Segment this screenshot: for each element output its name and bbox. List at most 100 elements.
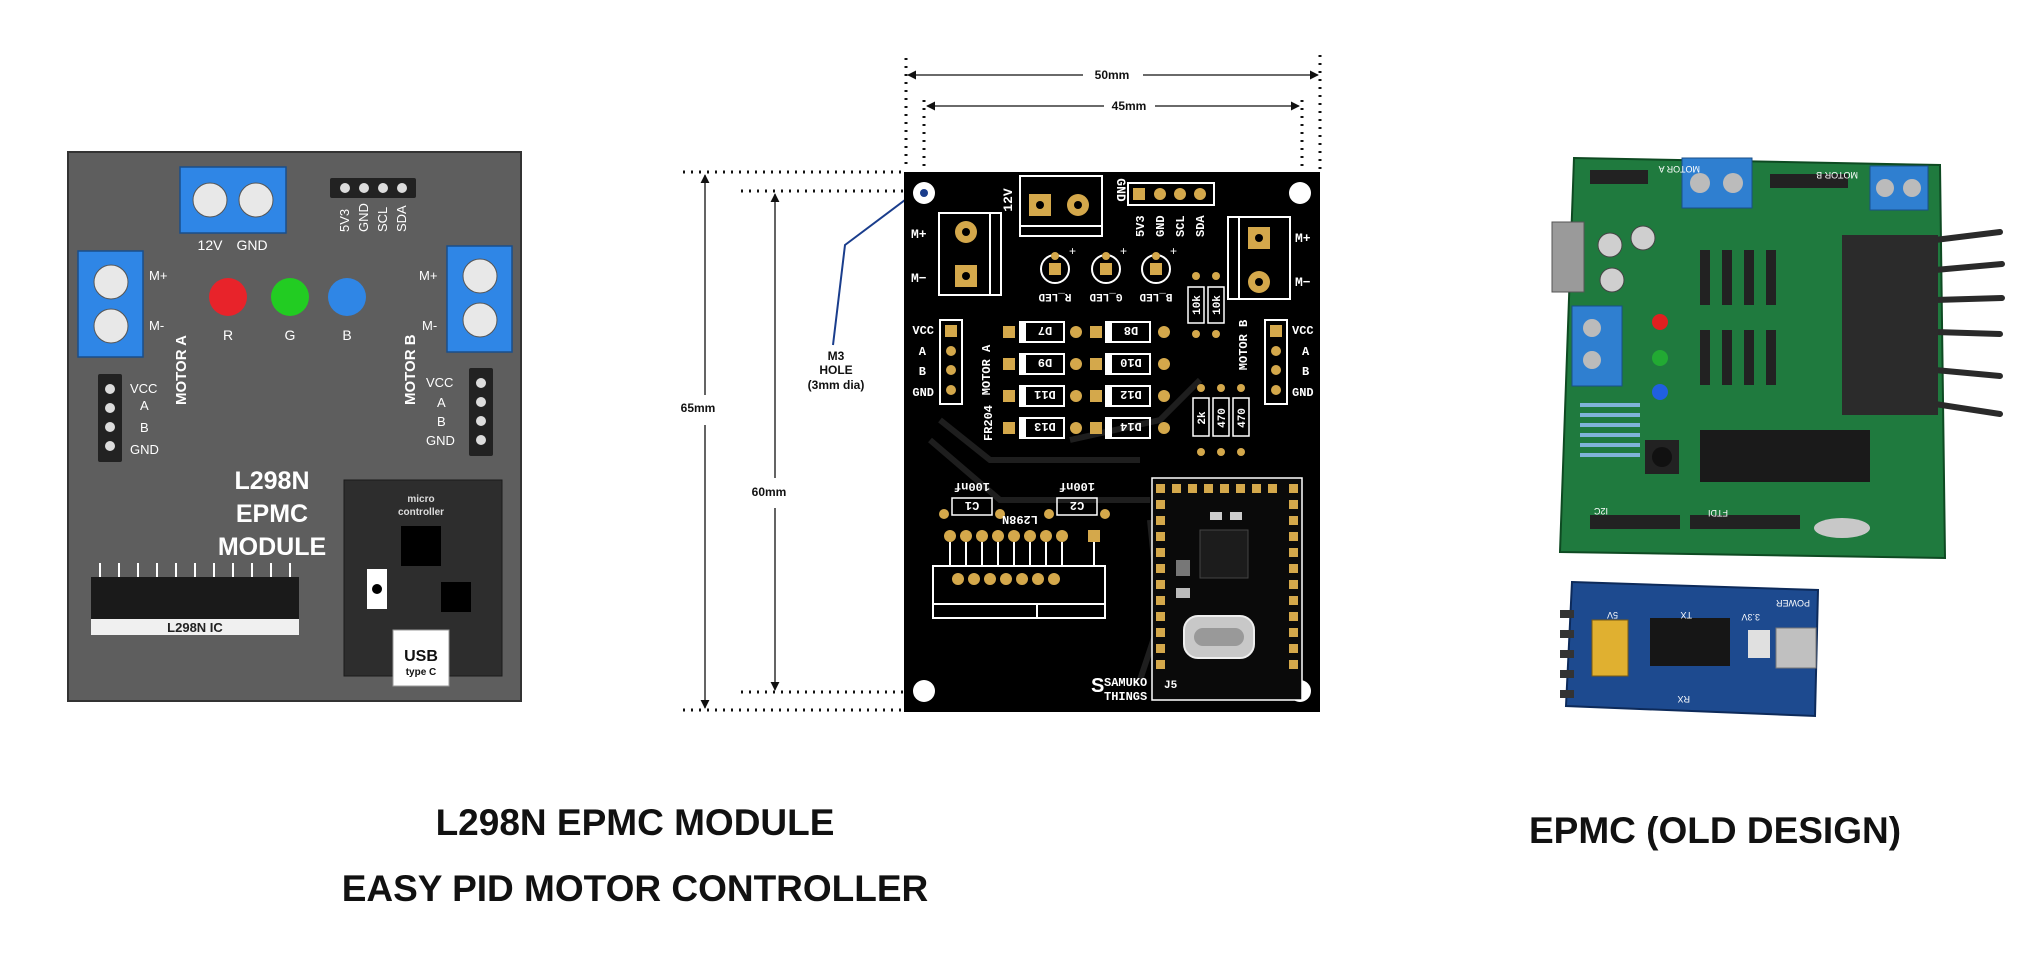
old-board-label-motor-b: MOTOR B xyxy=(1816,170,1858,180)
dim-height-outer: 65mm xyxy=(681,401,716,415)
power-terminal-label-gnd: GND xyxy=(236,237,267,253)
encoder-a-label-a: A xyxy=(140,398,149,413)
led-green xyxy=(271,278,309,316)
ftdi-label-rx: RX xyxy=(1677,694,1690,704)
pcb-d7: D7 xyxy=(1038,323,1052,337)
led-red-label: R xyxy=(223,327,233,343)
pcb-enc-a-gnd: GND xyxy=(912,386,934,400)
pcb-enc-b-a: A xyxy=(1302,345,1310,359)
pcb-enc-a-a: A xyxy=(919,345,927,359)
caption-old-design: EPMC (OLD DESIGN) xyxy=(1528,810,1902,851)
mcu-label-line1: micro xyxy=(407,494,434,505)
i2c-label-5v3: 5V3 xyxy=(337,209,352,232)
pcb-ic-label: L298N xyxy=(1002,512,1038,526)
encoder-a-label-b: B xyxy=(140,420,149,435)
caption-main-line1: L298N EPMC MODULE xyxy=(435,802,835,843)
pcb-d11: D11 xyxy=(1034,387,1056,401)
pcb-i2c-sda: SDA xyxy=(1194,215,1208,237)
pcb-res-2k: 2k xyxy=(1197,411,1209,425)
led-blue xyxy=(328,278,366,316)
pcb-drawing: 50mm 45mm 65mm 60mm M3 HOLE (3mm dia) xyxy=(681,55,1322,712)
pcb-motor-b-mplus: M+ xyxy=(1295,231,1311,246)
pcb-cap-c2-value: 100nf xyxy=(1059,479,1095,493)
encoder-b-label-a: A xyxy=(437,395,446,410)
old-board-mcu xyxy=(1700,430,1870,482)
svg-text:+: + xyxy=(1170,244,1177,258)
pcb-motor-b-mminus: M− xyxy=(1295,275,1311,290)
i2c-label-sda: SDA xyxy=(394,205,409,232)
pcb-d9: D9 xyxy=(1038,355,1052,369)
old-design-photo: MOTOR A MOTOR B I2C FTDI POWER 5V 3.3V T… xyxy=(1551,156,2005,718)
old-board-l298n xyxy=(1842,235,1938,415)
svg-text:+: + xyxy=(1120,244,1127,258)
dim-width-inner: 45mm xyxy=(1112,99,1147,113)
usb-label: USB xyxy=(404,648,438,665)
mcu-label-line2: controller xyxy=(398,507,444,518)
pcb-led-b-label: B_LED xyxy=(1139,290,1172,302)
pcb-motor-a-label: MOTOR A xyxy=(980,344,994,395)
old-board-label-i2c: I2C xyxy=(1593,506,1608,516)
l298n-ic-label: L298N IC xyxy=(167,620,223,635)
dim-height-inner: 60mm xyxy=(752,485,787,499)
pcb-capacitors: C1 C2 100nf 100nf xyxy=(939,479,1110,519)
pcb-cap-c2: C2 xyxy=(1070,498,1084,512)
pcb-d8: D8 xyxy=(1124,323,1138,337)
hole-note-line3: (3mm dia) xyxy=(808,378,865,392)
pcb-enc-b-gnd: GND xyxy=(1292,386,1314,400)
pcb-i2c-scl: SCL xyxy=(1174,215,1188,237)
pcb-brand-line1: SAMUKO xyxy=(1104,676,1147,690)
pcb-led-g-label: G_LED xyxy=(1089,290,1122,302)
pcb-led-r-label: R_LED xyxy=(1038,290,1071,302)
pcb-power-gnd-label: GND xyxy=(1113,178,1128,202)
l298n-ic: L298N IC xyxy=(91,563,299,635)
pcb-brand-logo: S SAMUKO THINGS xyxy=(1091,675,1147,704)
pcb-enc-a-b: B xyxy=(919,365,926,379)
motor-b-label-mminus: M- xyxy=(422,318,437,333)
pcb-d12: D12 xyxy=(1120,387,1142,401)
encoder-b-header xyxy=(469,368,493,456)
pcb-resistors-bottom: 2k 470 470 xyxy=(1192,384,1250,456)
pcb-cap-c1: C1 xyxy=(965,498,979,512)
led-red xyxy=(209,278,247,316)
led-blue-label: B xyxy=(342,327,351,343)
i2c-label-gnd: GND xyxy=(356,203,371,232)
pcb-res-470-2: 470 xyxy=(1237,408,1249,428)
pcb-leds: + + + xyxy=(1040,244,1177,284)
dim-width-outer: 50mm xyxy=(1095,68,1130,82)
pcb-power-label: 12V xyxy=(1001,188,1016,212)
pcb-res-10k-2: 10k xyxy=(1212,295,1224,315)
pcb-mcu-module: J5 xyxy=(1151,477,1303,701)
microcontroller-board: micro controller USB type C xyxy=(343,479,503,687)
ftdi-label-tx: TX xyxy=(1680,610,1692,620)
pcb-d14: D14 xyxy=(1120,419,1142,433)
ftdi-label-3v3: 3.3V xyxy=(1741,612,1760,622)
pcb-res-10k-1: 10k xyxy=(1192,295,1204,315)
pcb-res-470-1: 470 xyxy=(1217,408,1229,428)
motor-a-label-mplus: M+ xyxy=(149,268,167,283)
i2c-header xyxy=(330,178,416,198)
i2c-label-scl: SCL xyxy=(375,207,390,232)
pcb-diode-type: FR204 xyxy=(982,405,996,441)
encoder-b-label-gnd: GND xyxy=(426,433,455,448)
led-green-label: G xyxy=(285,327,296,343)
motor-a-label: MOTOR A xyxy=(173,335,190,405)
encoder-a-label-gnd: GND xyxy=(130,442,159,457)
pcb-i2c-5v3: 5V3 xyxy=(1134,215,1148,237)
module-title-line1: L298N xyxy=(234,467,309,495)
encoder-b-label-b: B xyxy=(437,414,446,429)
old-board-label-ftdi: FTDI xyxy=(1708,508,1728,518)
usb-sub-label: type C xyxy=(406,667,437,678)
pcb-enc-a-vcc: VCC xyxy=(912,324,934,338)
motor-b-label-mplus: M+ xyxy=(419,268,437,283)
module-title-line2: EPMC xyxy=(236,500,308,528)
motor-b-label: MOTOR B xyxy=(402,334,419,405)
power-terminal-label-12v: 12V xyxy=(198,237,224,253)
pcb-mcu-ref: J5 xyxy=(1164,680,1178,692)
motor-a-label-mminus: M- xyxy=(149,318,164,333)
pcb-diodes: D7 D9 D11 D13 D8 D10 D12 D14 FR204 xyxy=(982,321,1170,441)
pcb-enc-b-b: B xyxy=(1302,365,1309,379)
ftdi-label-power: POWER xyxy=(1775,598,1810,608)
pcb-cap-c1-value: 100nf xyxy=(954,479,990,493)
encoder-b-label-vcc: VCC xyxy=(426,375,453,390)
